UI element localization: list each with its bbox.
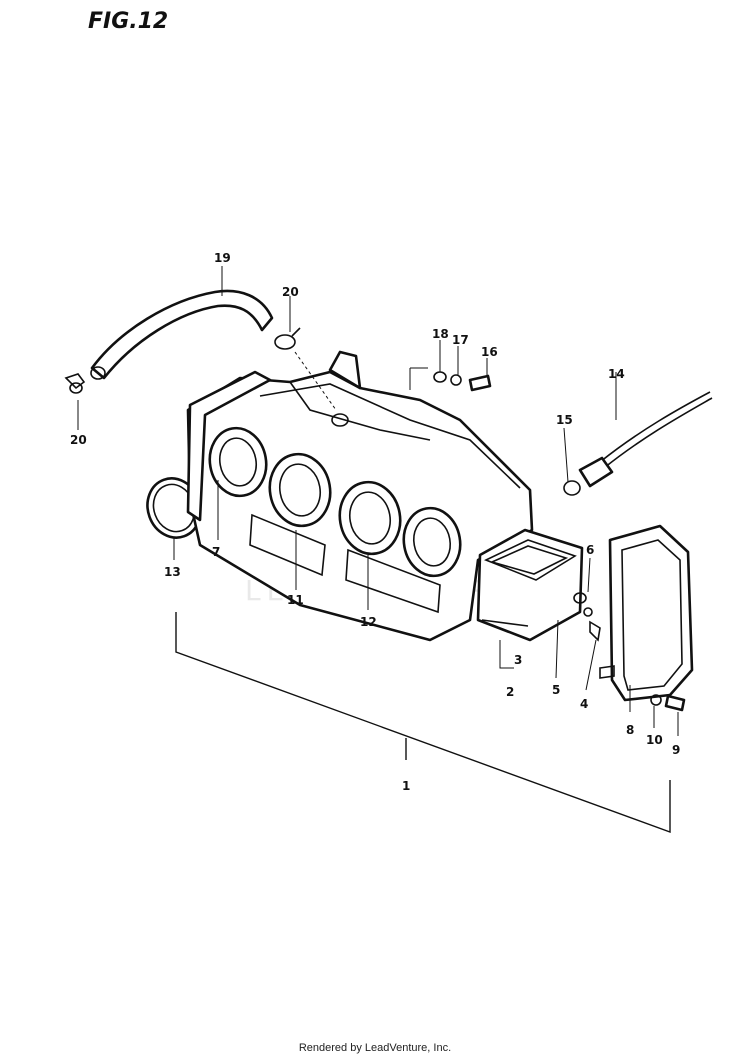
- figure-title: FIG.12: [88, 9, 168, 34]
- callout-9: 9: [672, 743, 680, 757]
- callout-16: 16: [481, 345, 498, 359]
- footer-credit: Rendered by LeadVenture, Inc.: [298, 1042, 452, 1054]
- callout-2: 2: [506, 685, 514, 699]
- hose-clamp-upper: [274, 327, 301, 350]
- callout-19: 19: [214, 251, 231, 265]
- callout-15: 15: [556, 413, 573, 427]
- callout-14: 14: [608, 367, 625, 381]
- air-cleaner-cover: [599, 524, 694, 702]
- callout-18: 18: [432, 327, 449, 341]
- callout-12: 12: [360, 615, 377, 629]
- callout-5: 5: [552, 683, 560, 697]
- callout-6: 6: [586, 543, 594, 557]
- callout-3: 3: [514, 653, 522, 667]
- callout-20-upper: 20: [282, 285, 299, 299]
- callout-8: 8: [626, 723, 634, 737]
- drain-hose: [563, 391, 713, 496]
- callout-1: 1: [402, 779, 410, 793]
- callout-20-left: 20: [70, 433, 87, 447]
- callout-17: 17: [452, 333, 469, 347]
- callout-4: 4: [580, 697, 588, 711]
- callout-11: 11: [287, 593, 304, 607]
- hardware-pieces: [433, 371, 686, 712]
- callout-7: 7: [212, 545, 220, 559]
- callout-13: 13: [164, 565, 181, 579]
- callout-10: 10: [646, 733, 663, 747]
- hose-clamp-left: [64, 373, 86, 394]
- leader-lines: [77, 266, 679, 834]
- air-cleaner-case: [186, 350, 584, 642]
- callout-labels: 19 20 20 18 17 16 14 15 6 7 13 11 12 3 2…: [70, 251, 680, 793]
- breather-hose: [90, 289, 274, 380]
